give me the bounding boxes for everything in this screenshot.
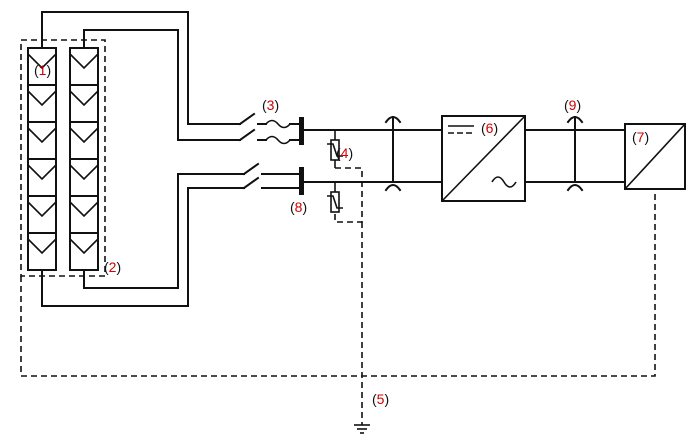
switch-3 bbox=[242, 162, 260, 176]
pv-module-symbol bbox=[69, 90, 99, 107]
dc-connector-bottom bbox=[384, 184, 402, 192]
inverter-box bbox=[441, 115, 526, 202]
ac-connector-bottom bbox=[566, 184, 584, 192]
label-1: (1) bbox=[34, 62, 51, 78]
label-4: (4) bbox=[336, 145, 353, 161]
string1-negative-wire bbox=[41, 187, 245, 307]
busbar-2 bbox=[299, 167, 304, 195]
pv-module bbox=[69, 121, 99, 160]
wire bbox=[327, 195, 343, 209]
string1-positive-wire bbox=[41, 11, 241, 125]
label-9: (9) bbox=[564, 97, 581, 113]
pv-module-symbol bbox=[69, 238, 99, 255]
pv-module-symbol bbox=[69, 164, 99, 181]
pv-module bbox=[27, 195, 57, 234]
ac-symbol bbox=[491, 176, 517, 188]
pv-module-symbol bbox=[27, 90, 57, 107]
pv-module-symbol bbox=[27, 201, 57, 218]
label-6: (6) bbox=[481, 120, 498, 136]
pv-module-symbol bbox=[69, 53, 99, 70]
label-2: (2) bbox=[104, 259, 121, 275]
pv-module bbox=[27, 84, 57, 123]
switch-4 bbox=[242, 176, 260, 190]
pv-module-symbol bbox=[69, 201, 99, 218]
pv-module bbox=[69, 84, 99, 123]
switch-2 bbox=[238, 128, 256, 142]
label-8: (8) bbox=[290, 199, 307, 215]
pv-module-symbol bbox=[69, 127, 99, 144]
pv-module-array bbox=[27, 47, 99, 271]
pv-module bbox=[27, 232, 57, 271]
grid-transformer-diagonal bbox=[624, 123, 686, 190]
pv-module bbox=[27, 158, 57, 197]
inverter-diagonal bbox=[441, 115, 526, 202]
fuse-1 bbox=[265, 119, 291, 129]
pv-module-symbol bbox=[27, 53, 57, 70]
ac-connector-top bbox=[566, 116, 584, 183]
fuse-2 bbox=[265, 135, 291, 145]
string2-negative-wire bbox=[83, 173, 245, 289]
pv-module bbox=[69, 158, 99, 197]
dc-connector-top bbox=[384, 116, 402, 183]
pv-module bbox=[69, 232, 99, 271]
busbar-1 bbox=[299, 117, 304, 145]
label-7: (7) bbox=[632, 129, 649, 145]
pv-module-symbol bbox=[27, 164, 57, 181]
equipotential-bonding-line bbox=[20, 189, 656, 377]
label-3: (3) bbox=[262, 97, 279, 113]
pv-module bbox=[69, 195, 99, 234]
switch-1 bbox=[238, 112, 256, 126]
pv-array-frame bbox=[20, 39, 106, 277]
wire bbox=[327, 143, 343, 157]
pv-module-symbol bbox=[27, 127, 57, 144]
pv-module bbox=[69, 47, 99, 86]
label-5: (5) bbox=[372, 391, 389, 407]
pv-module bbox=[27, 121, 57, 160]
string2-positive-wire bbox=[83, 29, 241, 141]
surge-arrester-2 bbox=[330, 191, 340, 213]
pv-module-symbol bbox=[27, 238, 57, 255]
